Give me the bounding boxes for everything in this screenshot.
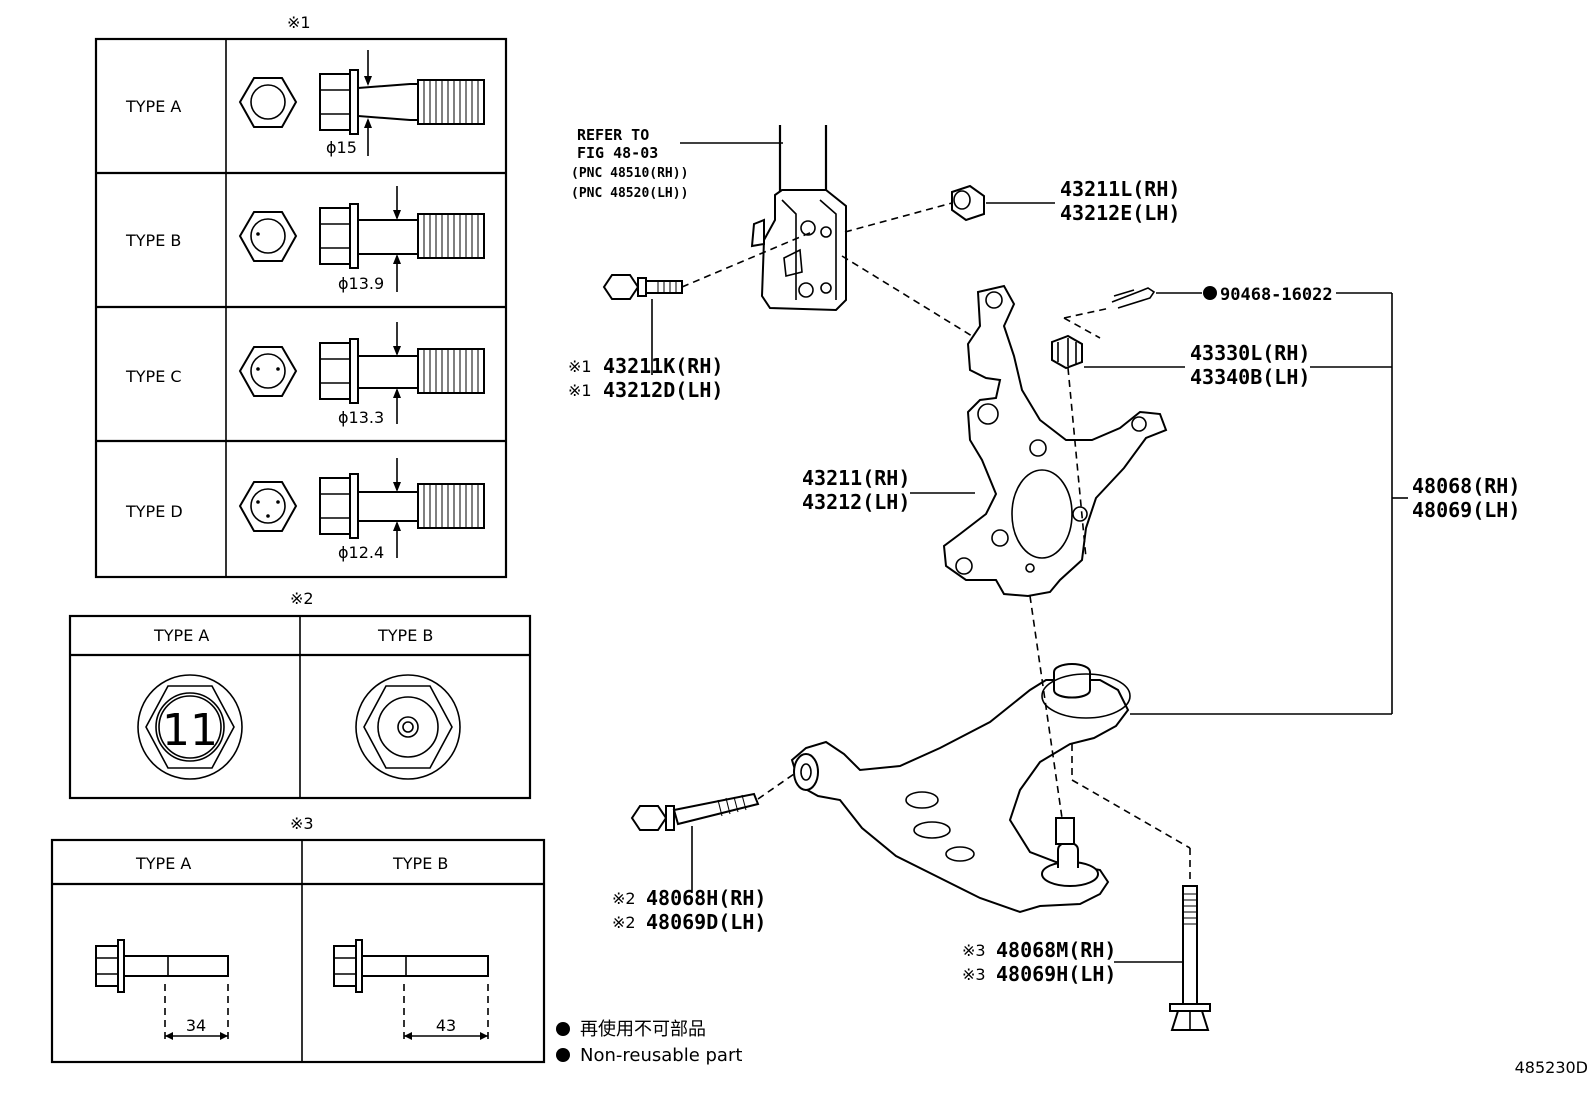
callout-48069: 48069(LH) [1412, 498, 1520, 522]
callout-48068: 48068(RH) [1412, 474, 1520, 498]
bolt-type-d-icon [238, 458, 485, 558]
table1-row-b-label: TYPE B [125, 231, 181, 250]
table1-row-b-dia: ϕ13.9 [338, 274, 384, 293]
legend-en: Non-reusable part [580, 1045, 742, 1066]
castle-nut-icon [1051, 334, 1083, 370]
bolt-type-c-icon [238, 322, 485, 424]
table1-row-d-dia: ϕ12.4 [338, 543, 384, 562]
nut-type-b-icon [355, 674, 461, 780]
bolt-type-a-icon [238, 50, 485, 156]
bolt-length-a-icon [95, 939, 229, 1044]
refer-line1: REFER TO [577, 126, 649, 144]
table-note3: ※3 TYPE A TYPE B 34 [50, 814, 546, 1064]
legend: 再使用不可部品 Non-reusable part [556, 1019, 742, 1066]
table1-row-c-dia: ϕ13.3 [338, 408, 384, 427]
callout-48068M: 48068M(RH) [996, 938, 1116, 962]
table1-row-a-label: TYPE A [125, 97, 181, 116]
bolt-length-b-icon [333, 939, 489, 1044]
table-note2: ※2 TYPE A TYPE B 11 [68, 589, 532, 800]
callout-43212E: 43212E(LH) [1060, 201, 1180, 225]
table2-header-a: TYPE A [153, 626, 209, 645]
strut-nut-icon [951, 184, 985, 222]
table3-dim-a: 34 [186, 1016, 206, 1035]
callout-43212D: 43212D(LH) [603, 378, 723, 402]
callout-note3-b: ※3 [962, 965, 986, 984]
callout-48069D: 48069D(LH) [646, 910, 766, 934]
callout-43211: 43211(RH) [802, 466, 910, 490]
cotter-pin-icon [1111, 287, 1156, 309]
refer-line2: FIG 48-03 [577, 144, 658, 162]
bullet-icon [556, 1022, 570, 1036]
steering-knuckle-icon [942, 284, 1168, 598]
callout-note2-b: ※2 [612, 913, 636, 932]
callout-43330L: 43330L(RH) [1190, 341, 1310, 365]
callout-90468: 90468-16022 [1220, 285, 1333, 305]
note3-mark: ※3 [290, 814, 314, 833]
strut-bolt-icon [602, 274, 683, 300]
non-reusable-bullet-icon [1203, 286, 1217, 300]
callout-48069H: 48069H(LH) [996, 962, 1116, 986]
callout-43211K: 43211K(RH) [603, 354, 723, 378]
note1-mark: ※1 [287, 13, 311, 32]
table1-row-d-label: TYPE D [125, 502, 183, 521]
callout-48068H: 48068H(RH) [646, 886, 766, 910]
lower-control-arm-icon [790, 663, 1131, 914]
refer-line4: (PNC 48520(LH)) [571, 186, 688, 201]
nut-type-a-icon [137, 674, 243, 780]
strut-icon [750, 125, 847, 312]
nut-marking-text: 11 [162, 705, 218, 756]
callout-note3-a: ※3 [962, 941, 986, 960]
bullet-icon [556, 1048, 570, 1062]
bolt-type-b-icon [238, 186, 485, 292]
callout-note1-b: ※1 [568, 381, 592, 400]
table2-header-b: TYPE B [377, 626, 433, 645]
legend-jp: 再使用不可部品 [580, 1019, 706, 1040]
vertical-bolt-icon [1169, 885, 1211, 1031]
refer-line3: (PNC 48510(RH)) [571, 166, 688, 181]
table3-header-a: TYPE A [135, 854, 191, 873]
note2-mark: ※2 [290, 589, 314, 608]
callout-43211L: 43211L(RH) [1060, 177, 1180, 201]
callout-note1-a: ※1 [568, 357, 592, 376]
table3-dim-b: 43 [436, 1016, 456, 1035]
table1-row-c-label: TYPE C [125, 367, 182, 386]
table1-row-a-dia: ϕ15 [326, 138, 357, 157]
table3-header-b: TYPE B [392, 854, 448, 873]
arm-bolt-icon [630, 792, 760, 831]
callout-note2-a: ※2 [612, 889, 636, 908]
table-note1: ※1 TYPE A TYPE B TYPE C TYPE D [94, 13, 508, 579]
callout-43212: 43212(LH) [802, 490, 910, 514]
callout-43340B: 43340B(LH) [1190, 365, 1310, 389]
figure-id: 485230D [1515, 1058, 1588, 1077]
